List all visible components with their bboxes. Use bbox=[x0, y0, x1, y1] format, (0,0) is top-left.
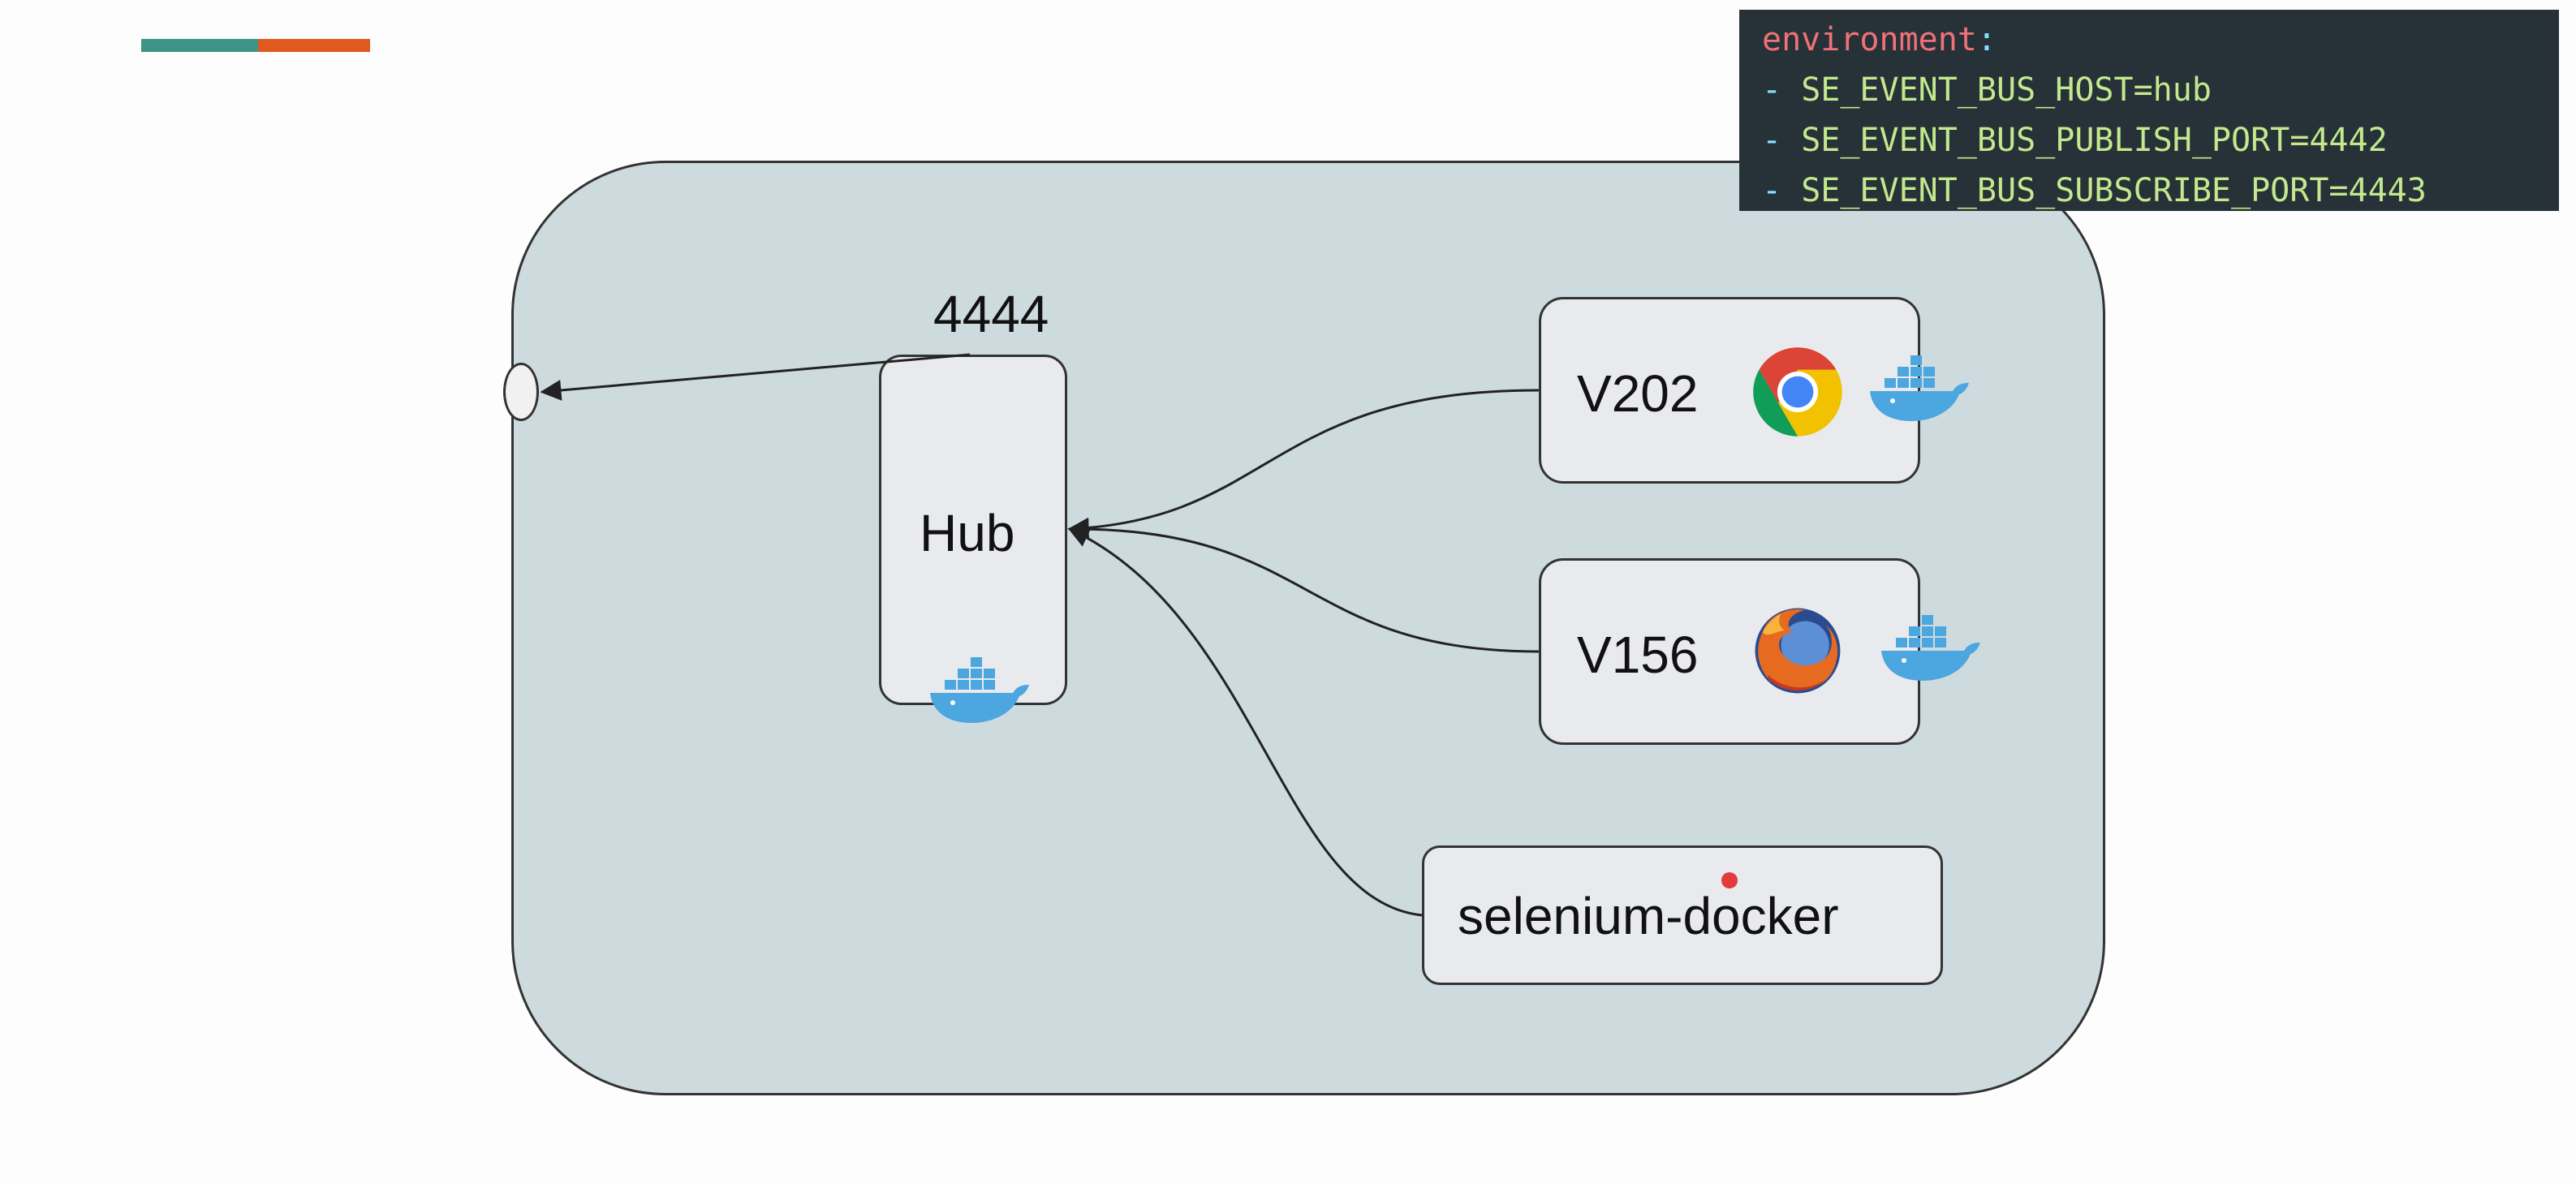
hub-label: Hub bbox=[920, 504, 1015, 562]
exposed-port-ellipse bbox=[503, 363, 539, 421]
firefox-node-label: V156 bbox=[1577, 626, 1699, 684]
chrome-node-label: V202 bbox=[1577, 364, 1699, 423]
selenium-docker-label: selenium-docker bbox=[1458, 887, 1839, 945]
edge-chrome-to-hub bbox=[1067, 389, 1540, 539]
env-item-host: SE_EVENT_BUS_HOST=hub bbox=[1801, 71, 2212, 109]
env-colon: : bbox=[1976, 21, 1997, 58]
env-item-subscribe-port: SE_EVENT_BUS_SUBSCRIBE_PORT=4443 bbox=[1801, 172, 2427, 209]
chrome-node[interactable]: V202 bbox=[1539, 297, 1920, 484]
selenium-docker-node[interactable]: selenium-docker bbox=[1422, 845, 1943, 985]
env-item-line: - SE_EVENT_BUS_PUBLISH_PORT=4442 bbox=[1762, 115, 2559, 166]
firefox-node[interactable]: V156 bbox=[1539, 558, 1920, 745]
docker-icon bbox=[1870, 355, 1969, 421]
docker-icon bbox=[930, 657, 1029, 723]
port-label: 4444 bbox=[933, 285, 1049, 343]
accent-bar bbox=[141, 39, 370, 52]
red-dot-marker bbox=[1721, 872, 1738, 888]
hub-node[interactable]: Hub bbox=[879, 355, 1067, 705]
env-key: environment bbox=[1762, 21, 1977, 58]
env-key-line: environment: bbox=[1762, 15, 2559, 65]
edge-firefox-to-hub bbox=[1067, 518, 1540, 653]
environment-code-panel: environment: - SE_EVENT_BUS_HOST=hub - S… bbox=[1739, 10, 2559, 211]
env-item-publish-port: SE_EVENT_BUS_PUBLISH_PORT=4442 bbox=[1801, 122, 2388, 159]
env-item-line: - SE_EVENT_BUS_HOST=hub bbox=[1762, 65, 2559, 115]
env-dash: - bbox=[1762, 71, 1782, 109]
docker-icon bbox=[1881, 615, 1980, 681]
edge-selenium-docker-to-hub bbox=[1067, 527, 1423, 917]
firefox-icon bbox=[1755, 608, 1841, 694]
accent-bar-orange bbox=[258, 39, 370, 52]
env-dash: - bbox=[1762, 172, 1782, 209]
accent-bar-teal bbox=[141, 39, 258, 52]
edge-hub-to-port bbox=[540, 353, 971, 401]
chrome-icon bbox=[1753, 347, 1842, 437]
env-item-line: - SE_EVENT_BUS_SUBSCRIBE_PORT=4443 bbox=[1762, 166, 2559, 216]
env-dash: - bbox=[1762, 122, 1782, 159]
